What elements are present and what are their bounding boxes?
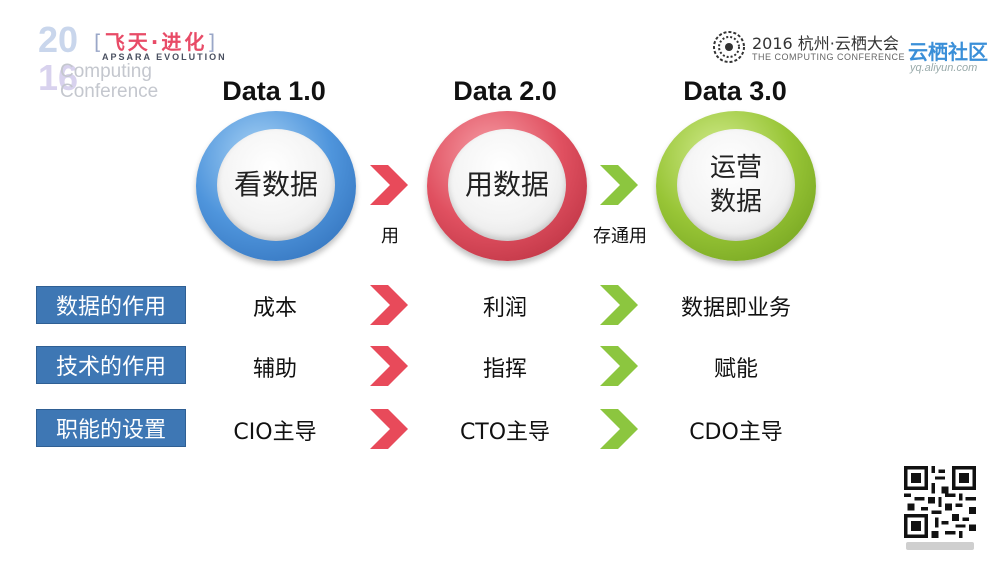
row3-cell-3: CDO主导 bbox=[689, 420, 783, 445]
stage-circle-1: 看数据 bbox=[196, 111, 356, 261]
stage-title-2: Data 2.0 bbox=[453, 76, 557, 106]
apsara-conference-logo: 20 16 Computing Conference [飞天·进化] APSAR… bbox=[38, 22, 268, 102]
qr-code-icon bbox=[904, 466, 976, 538]
chevron-right-icon bbox=[370, 285, 408, 325]
logo-year-bottom: 16 bbox=[38, 57, 79, 98]
conference-subtitle: THE COMPUTING CONFERENCE bbox=[752, 52, 906, 62]
community-url: yq.aliyun.com bbox=[910, 62, 978, 74]
chevron-right-icon bbox=[370, 409, 408, 449]
stage-title-1: Data 1.0 bbox=[222, 76, 326, 106]
row2-cell-2: 指挥 bbox=[482, 357, 527, 382]
row2-cell-1: 辅助 bbox=[252, 357, 297, 382]
row-label-tech-role: 技术的作用 bbox=[36, 346, 186, 384]
chevron-right-icon bbox=[600, 346, 638, 386]
stage-circle-3-line2: 数据 bbox=[709, 187, 762, 217]
row3-cell-2: CTO主导 bbox=[459, 420, 551, 445]
chevron-right-icon bbox=[370, 346, 408, 386]
qr-caption bbox=[906, 542, 974, 550]
row2-cell-3: 赋能 bbox=[713, 357, 758, 382]
transition-label-2: 存通用 bbox=[593, 226, 647, 247]
yunqi-conference-logo: 2016 杭州·云栖大会 THE COMPUTING CONFERENCE 云栖… bbox=[712, 28, 1000, 78]
conference-mark-icon bbox=[713, 31, 745, 63]
logo-year-top: 20 bbox=[38, 19, 79, 60]
stage-circle-3-line1: 运营 bbox=[709, 153, 762, 183]
row-label-data-role: 数据的作用 bbox=[36, 286, 186, 324]
transition-label-1: 用 bbox=[381, 226, 399, 247]
stage-circle-3: 运营 数据 bbox=[656, 111, 816, 261]
chevron-right-icon bbox=[600, 409, 638, 449]
chevron-right-icon bbox=[600, 165, 638, 205]
row-label-function: 职能的设置 bbox=[36, 409, 186, 447]
row3-cell-1: CIO主导 bbox=[233, 420, 317, 445]
conference-title: 2016 杭州·云栖大会 bbox=[752, 34, 899, 53]
logo-brand-en: APSARA EVOLUTION bbox=[102, 52, 227, 62]
logo-brand-cn-text: 飞天·进化 bbox=[104, 30, 208, 54]
row1-cell-2: 利润 bbox=[482, 296, 527, 321]
chevron-right-icon bbox=[600, 285, 638, 325]
stage-circle-1-text: 看数据 bbox=[217, 129, 335, 241]
logo-brand-cn: [飞天·进化] bbox=[94, 30, 219, 54]
community-name: 云栖社区 bbox=[908, 40, 988, 64]
logo-conf-line1: Computing bbox=[60, 61, 152, 82]
stage-title-3: Data 3.0 bbox=[683, 76, 787, 106]
stage-circle-2: 用数据 bbox=[427, 111, 587, 261]
row1-cell-1: 成本 bbox=[252, 296, 297, 321]
chevron-right-icon bbox=[370, 165, 408, 205]
stage-circle-2-text: 用数据 bbox=[448, 129, 566, 241]
row1-cell-3: 数据即业务 bbox=[680, 296, 791, 321]
logo-conf-line2: Conference bbox=[60, 81, 159, 102]
stage-circle-3-text: 运营 数据 bbox=[677, 129, 795, 241]
